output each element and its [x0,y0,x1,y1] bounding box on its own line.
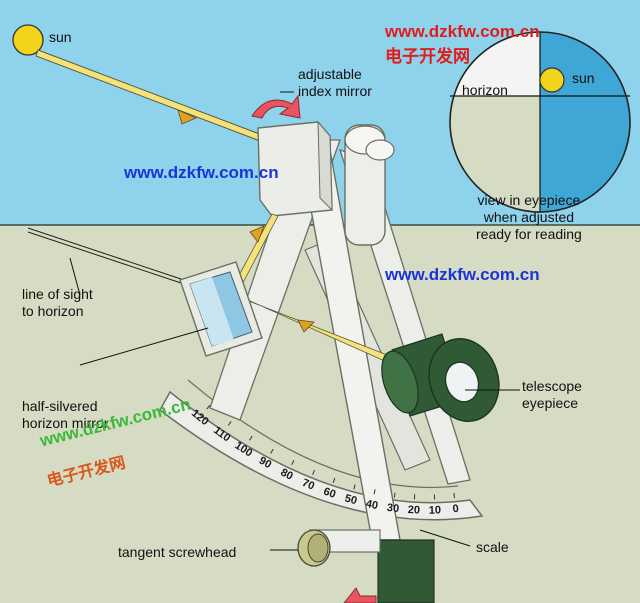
line-of-sight-label: line of sight to horizon [22,286,93,319]
scale-tick-mark [393,492,396,498]
sun-label: sun [49,29,72,45]
watermark-url: www.dzkfw.com.cn [385,265,540,284]
horizon-mirror-label: half-silvered horizon mirror [22,398,109,431]
watermark-url: www.dzkfw.com.cn [124,163,279,182]
sun-icon [12,24,44,56]
scale-label: scale [476,539,509,555]
scale-tick-label: 90 [257,455,274,472]
scale-tick-mark [249,435,253,441]
horizon-label: horizon [462,82,508,98]
watermark-cn: 电子开发网 [385,47,470,66]
scale-tick-mark [373,489,376,495]
leader-lines [69,91,520,551]
watermark-url: www.dzkfw.com.cn [385,22,540,41]
telescope-eyepiece-label: telescope eyepiece [522,378,582,411]
index-mirror [257,120,333,217]
scale-tick-mark [206,404,211,410]
scale-tick-label: 70 [300,477,316,493]
scale-tick-label: 80 [278,467,294,483]
rotation-arrow-icon [251,94,301,119]
scale-tick-mark [312,469,316,475]
eyepiece-sun-label: sun [572,70,595,86]
scale-tick-mark [353,484,356,490]
handle [377,539,435,603]
scale-tick-label: 50 [343,492,358,507]
line-of-sight [27,227,191,283]
eyepiece-sun-icon [539,67,565,93]
scale-tick-mark [453,493,455,499]
scale-tick-label: 30 [386,502,400,515]
tangent-screwhead [297,529,381,567]
eyepiece-caption: view in eyepiece when adjusted ready for… [476,192,582,242]
scale-tick-mark [291,460,295,466]
tangent-screwhead-label: tangent screwhead [118,544,237,560]
scale-tick-mark [270,448,274,454]
scale-tick-label: 0 [452,503,459,516]
telescope [381,333,500,423]
scale-tick-label: 60 [322,485,338,500]
sun-ray [35,49,271,145]
horizon-mirror [179,261,263,357]
index-mirror-label: adjustable index mirror [298,66,372,99]
eyepiece-view [449,31,631,213]
bottom-arrow-icon [343,587,377,603]
scale-tick-label: 20 [408,504,421,517]
scale-tick-mark [332,477,336,483]
scale-tick-label: 10 [429,504,442,516]
scale-tick-label: 40 [365,498,379,512]
scale-tick-mark [227,421,232,426]
